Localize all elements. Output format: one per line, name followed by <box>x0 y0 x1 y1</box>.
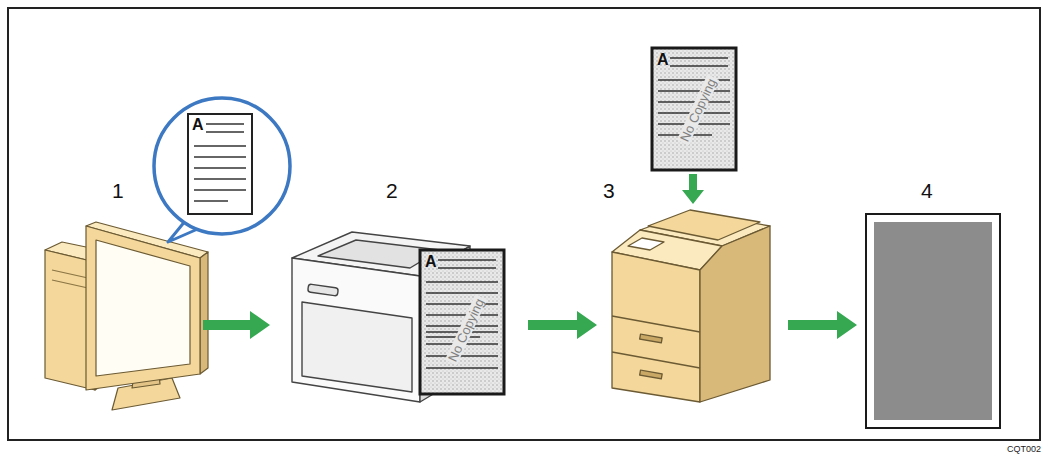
document <box>420 250 504 394</box>
text-line <box>426 367 498 368</box>
text-line <box>206 123 244 124</box>
text-line <box>658 90 730 91</box>
text-line <box>194 200 228 201</box>
callout-number: 4 <box>921 180 933 201</box>
text-line <box>438 267 496 268</box>
callout-number: 3 <box>603 180 615 201</box>
document-letter: A <box>192 117 204 133</box>
text-line <box>194 167 246 168</box>
text-line <box>426 336 480 337</box>
flow-arrow <box>203 174 857 339</box>
text-line <box>670 57 728 58</box>
watermark: No Copying <box>445 295 487 366</box>
document <box>188 114 252 214</box>
text-line <box>426 303 498 304</box>
text-line <box>194 145 246 146</box>
callout-number: 2 <box>386 180 398 201</box>
text-line <box>194 178 246 179</box>
document-letter: A <box>425 254 437 270</box>
watermark: No Copying <box>677 75 719 146</box>
text-line <box>426 292 498 293</box>
speech-bubble <box>154 98 290 242</box>
document <box>652 48 736 170</box>
copier <box>612 210 770 402</box>
frame <box>8 8 1040 440</box>
text-line <box>194 189 246 190</box>
document-letter: A <box>657 52 669 68</box>
figure-code: CQT002 <box>1007 445 1041 454</box>
computer <box>45 222 208 410</box>
output-page <box>866 214 1000 428</box>
text-line <box>206 131 244 132</box>
text-line <box>194 156 246 157</box>
text-line <box>426 355 498 356</box>
text-line <box>438 259 496 260</box>
callout-number: 1 <box>112 180 124 201</box>
gray-copy <box>874 222 992 420</box>
text-line <box>670 65 728 66</box>
text-line <box>426 281 498 282</box>
text-line <box>426 314 498 315</box>
